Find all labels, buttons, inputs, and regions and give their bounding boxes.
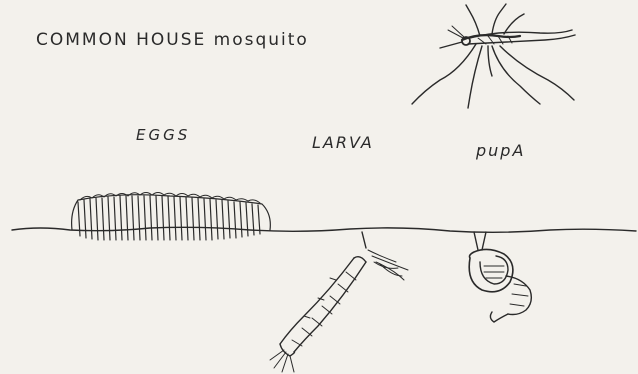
- adult-mosquito-drawing: [412, 4, 575, 108]
- diagram-title: COMMON HOUSE mosquito: [36, 30, 309, 50]
- egg-raft-drawing: [72, 193, 271, 241]
- eggs-label: EGGS: [136, 126, 190, 144]
- pupa-drawing: [469, 232, 531, 322]
- larva-drawing: [270, 232, 408, 372]
- larva-label: LARVA: [312, 133, 374, 152]
- water-surface-line: [12, 227, 636, 232]
- pupa-label: pupA: [476, 141, 525, 160]
